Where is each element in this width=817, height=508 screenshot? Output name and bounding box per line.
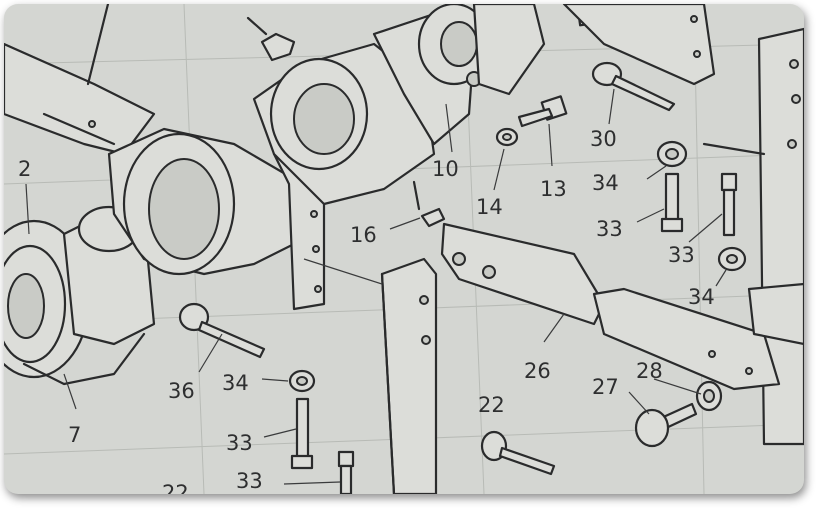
- callout-10: 10: [432, 157, 459, 181]
- top-right-plate: [562, 4, 716, 86]
- pivot-cylinder: [252, 4, 546, 206]
- bolt-36: [178, 302, 266, 359]
- callout-33-b: 33: [668, 243, 695, 267]
- callout-33-d: 33: [236, 469, 263, 493]
- bearing-assembly: [4, 205, 156, 386]
- side-bracket: [747, 282, 804, 346]
- callout-22-a: 22: [162, 481, 189, 494]
- bolt-13: [495, 95, 568, 147]
- callout-26: 26: [524, 359, 551, 383]
- stud-33-right: [656, 140, 747, 272]
- frame-beam: [4, 4, 156, 156]
- callout-27: 27: [592, 375, 619, 399]
- callout-36: 36: [168, 379, 195, 403]
- arm-26: [440, 222, 781, 391]
- callout-7: 7: [68, 423, 81, 447]
- diagram-frame: 2 7 10 13 14 16 22 22 26 27 28 30 33 33 …: [4, 4, 804, 494]
- callout-33-a: 33: [596, 217, 623, 241]
- leader-lines: [25, 88, 727, 485]
- center-post: [303, 257, 438, 494]
- bolt-27: [634, 380, 723, 448]
- stud-33-bottom: [288, 369, 355, 494]
- callout-2: 2: [18, 157, 31, 181]
- callout-28: 28: [636, 359, 663, 383]
- callout-labels: 2 7 10 13 14 16 22 22 26 27 28 30 33 33 …: [18, 127, 715, 494]
- callout-34-c: 34: [222, 371, 249, 395]
- callout-33-c: 33: [226, 431, 253, 455]
- callout-22-b: 22: [478, 393, 505, 417]
- bearing-housing: [107, 127, 331, 311]
- callout-34-a: 34: [592, 171, 619, 195]
- callout-16: 16: [350, 223, 377, 247]
- callout-14: 14: [476, 195, 503, 219]
- callout-34-b: 34: [688, 285, 715, 309]
- bolt-30: [591, 61, 676, 112]
- callout-13: 13: [540, 177, 567, 201]
- exploded-parts-diagram: 2 7 10 13 14 16 22 22 26 27 28 30 33 33 …: [4, 4, 804, 494]
- pin-16: [412, 180, 446, 228]
- bolt-22: [480, 430, 556, 476]
- callout-30: 30: [590, 127, 617, 151]
